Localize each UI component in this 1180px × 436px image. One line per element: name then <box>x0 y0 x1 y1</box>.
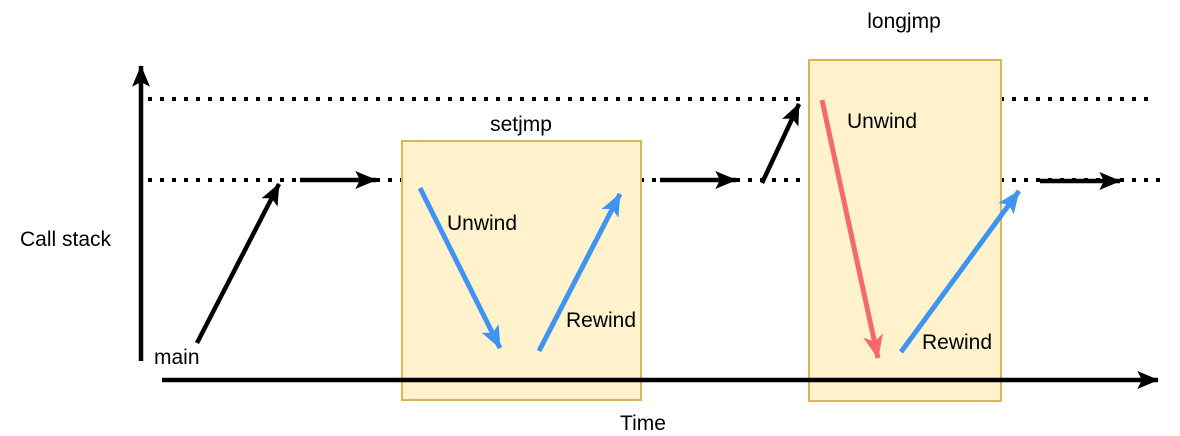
longjmp-box <box>808 59 1002 402</box>
longjmp-box-title: longjmp <box>867 10 941 33</box>
call-stack-axis-label: Call stack <box>20 228 112 251</box>
setjmp-unwind-label: Unwind <box>447 212 517 235</box>
setjmp-unwind-arrow <box>417 186 503 350</box>
setjmp-box-title: setjmp <box>490 113 552 136</box>
main-label: main <box>154 346 200 369</box>
longjmp-rewind-arrow <box>898 189 1022 354</box>
longjmp-unwind-label: Unwind <box>847 110 917 133</box>
setjmp-rewind-label: Rewind <box>566 309 636 332</box>
longjmp-unwind-arrow <box>819 99 883 359</box>
setjmp-rewind-arrow <box>536 192 623 353</box>
time-axis-label: Time <box>620 412 666 435</box>
setjmp-box <box>401 140 642 401</box>
longjmp-rewind-label: Rewind <box>922 331 992 354</box>
call-arrow-main-up <box>195 182 281 345</box>
call-arrow-to-longjmp <box>759 103 802 184</box>
